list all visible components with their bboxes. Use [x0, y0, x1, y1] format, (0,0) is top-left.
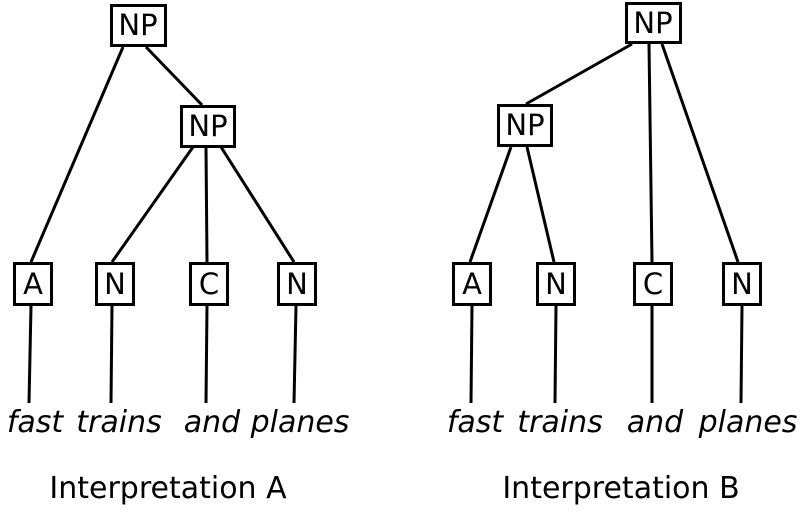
tree-edge [647, 43, 654, 263]
tree-edge [29, 46, 125, 263]
tree-edge [292, 305, 298, 404]
tree-edge [525, 42, 633, 106]
tree-b-node-c: C [633, 262, 673, 306]
node-label: NP [633, 5, 673, 40]
leaf-word: fast [446, 405, 504, 440]
tree-a-node-inner-np: NP [180, 104, 236, 148]
node-label: NP [118, 7, 158, 42]
leaf-word: trains [76, 405, 162, 440]
tree-b-node-root-np: NP [624, 2, 682, 44]
tree-edge [110, 146, 195, 263]
leaf-word: and [626, 405, 684, 440]
tree-a-caption: Interpretation A [49, 471, 287, 506]
tree-a-node-c: C [189, 262, 229, 306]
tree-a-node-n2: N [277, 262, 317, 306]
leaf-word: trains [517, 405, 603, 440]
tree-a-node-n1: N [95, 262, 135, 306]
tree-a-node-a: A [13, 262, 53, 306]
tree-b-node-n1: N [536, 262, 576, 306]
node-label: A [462, 266, 482, 301]
tree-b-node-a: A [452, 262, 492, 306]
tree-edge [204, 146, 209, 263]
tree-b-caption: Interpretation B [502, 471, 740, 506]
tree-edge [27, 305, 33, 404]
leaf-word: planes [698, 405, 798, 440]
tree-edge [553, 305, 558, 404]
tree-b-node-n2: N [722, 262, 762, 306]
tree-edge [204, 305, 209, 404]
leaf-word: fast [6, 405, 64, 440]
node-label: N [731, 266, 753, 301]
tree-edge [660, 43, 740, 263]
node-label: C [198, 266, 220, 301]
node-label: NP [505, 107, 545, 142]
tree-edge [525, 146, 556, 263]
node-label: N [286, 266, 308, 301]
tree-edge [469, 305, 474, 404]
tree-a-node-root-np: NP [109, 3, 167, 47]
node-label: A [23, 266, 43, 301]
leaf-word: and [183, 405, 241, 440]
tree-edge [144, 45, 204, 107]
node-label: NP [188, 108, 228, 143]
tree-edge [739, 305, 744, 404]
tree-edge [109, 305, 114, 404]
node-label: C [642, 266, 664, 301]
node-label: N [104, 266, 126, 301]
node-label: N [545, 266, 567, 301]
tree-edge [468, 146, 513, 263]
tree-b-node-inner-np: NP [497, 103, 553, 147]
leaf-word: planes [250, 405, 350, 440]
tree-edge [219, 146, 296, 263]
